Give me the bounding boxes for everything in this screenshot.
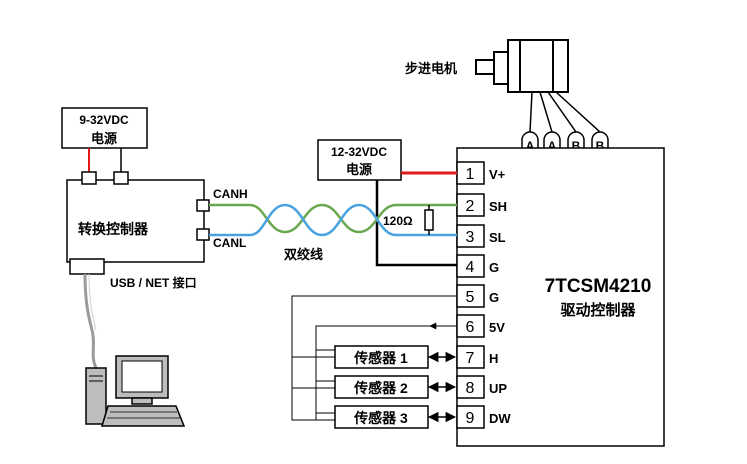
stepper-motor: 步进电机 <box>405 39 601 133</box>
twisted-pair-label: 双绞线 <box>284 247 323 262</box>
terminal-number: 4 <box>466 259 475 276</box>
canh-label: CANH <box>213 187 248 201</box>
terminal-name: UP <box>489 381 507 396</box>
sensor-2: 传感器 2 <box>334 375 429 399</box>
power-voltage: 9-32VDC <box>79 113 129 127</box>
terminal-number: 7 <box>466 350 475 367</box>
motor-terminal-label: B <box>596 139 605 153</box>
sensor-wiring <box>291 295 457 423</box>
terminal-number: 9 <box>466 410 475 427</box>
termination-resistor: 120Ω <box>383 205 434 235</box>
sensor-3: 传感器 3 <box>334 405 429 429</box>
sensor-label: 传感器 3 <box>353 410 408 426</box>
motor-terminal-label: B <box>572 139 581 153</box>
terminal-name: SL <box>489 230 506 245</box>
usb-label: USB / NET 接口 <box>110 275 197 290</box>
driver-model: 7TCSM4210 <box>545 276 652 297</box>
power-voltage: 12-32VDC <box>331 145 387 159</box>
sensor-label: 传感器 2 <box>353 380 408 396</box>
motor-terminal-label: A <box>526 139 535 153</box>
converter-name: 转换控制器 <box>78 221 149 237</box>
power-supply-right: 12-32VDC 电源 <box>317 139 402 181</box>
power-name: 电源 <box>346 162 372 177</box>
terminal-name: G <box>489 290 499 305</box>
terminal-name: V+ <box>489 167 506 182</box>
stepper-motor-label: 步进电机 <box>405 61 457 76</box>
terminal-number: 6 <box>466 319 475 336</box>
computer-icon <box>85 355 186 427</box>
terminal-name: DW <box>489 411 511 426</box>
terminal-name: 5V <box>489 320 505 335</box>
terminal-number: 5 <box>466 289 475 306</box>
canl-label: CANL <box>213 236 246 250</box>
terminal-number: 8 <box>466 380 475 397</box>
motor-terminal-label: A <box>548 139 557 153</box>
terminal-number: 2 <box>466 198 475 215</box>
converter-controller: 转换控制器 CANH CANL USB / NET 接口 <box>66 171 248 290</box>
driver-name: 驱动控制器 <box>560 301 636 319</box>
terminal-number: 1 <box>466 166 475 183</box>
terminal-number: 3 <box>466 229 475 246</box>
can-twisted-pair: 双绞线 <box>209 203 457 262</box>
power-name: 电源 <box>91 131 117 146</box>
sensor-1: 传感器 1 <box>334 345 429 369</box>
driver-controller: 7TCSM4210 驱动控制器 <box>456 147 665 447</box>
terminal-name: G <box>489 260 499 275</box>
resistor-label: 120Ω <box>383 214 413 228</box>
usb-cable <box>83 273 98 369</box>
power-ground-wire <box>375 180 457 267</box>
terminal-block: 1 2 3 4 5 6 7 8 9 V+ SH SL G G 5V H UP D… <box>456 161 511 429</box>
sensor-label: 传感器 1 <box>353 350 408 366</box>
terminal-name: SH <box>489 199 507 214</box>
terminal-name: H <box>489 351 498 366</box>
power-supply-left: 9-32VDC 电源 <box>61 107 148 149</box>
